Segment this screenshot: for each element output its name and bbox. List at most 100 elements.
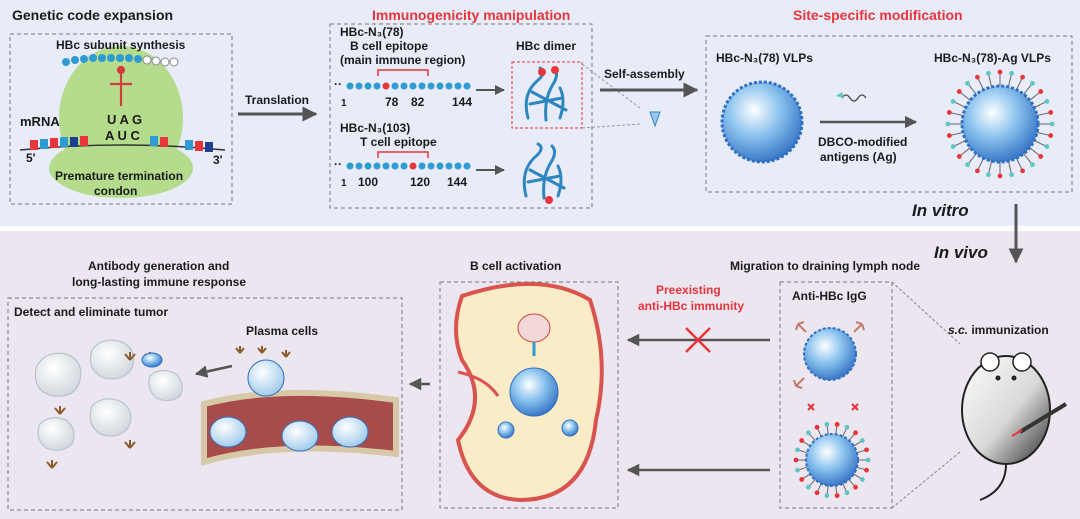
vlp-label: HBc-N₃(78) VLPs [716, 51, 813, 65]
section-title-site: Site-specific modification [793, 7, 963, 23]
antibody-to-tumor-arrow [194, 364, 233, 378]
antigen-spike-tip [793, 457, 799, 463]
peptide-chain [62, 54, 179, 67]
construct2-tick-1: 1 [341, 178, 347, 189]
antigen-tag-icon [836, 92, 844, 98]
antigen-spike-tip [956, 89, 962, 94]
svg-text:··: ·· [334, 77, 342, 91]
antigen-spike-tip [946, 133, 952, 138]
antigen-spike-tip [1009, 172, 1014, 178]
secreted-antibodies [235, 346, 291, 358]
antigen-spike-tip [1020, 74, 1025, 80]
antigen-spike-tip [986, 172, 991, 178]
construct1-tick-78: 78 [385, 95, 399, 109]
construct2-tick-100: 100 [358, 175, 378, 189]
antigen-spike-tip [859, 477, 865, 482]
vivo-vlp-antigen-spikes [793, 421, 871, 499]
antigen-spike-tip [814, 424, 820, 430]
construct2-epitope: T cell epitope [360, 135, 437, 149]
antibody-label-1: Antibody generation and [88, 259, 229, 273]
hbc-dimer-structure-1 [524, 66, 568, 122]
antigen-spike-tip [1038, 154, 1044, 159]
vlp-ag-label: HBc-N₃(78)-Ag VLPs [934, 51, 1051, 65]
self-assembly-label: Self-assembly [604, 67, 685, 81]
antigen-spike-tip [795, 447, 800, 453]
in-vitro-label: In vitro [912, 201, 969, 220]
igg-antibodies [793, 321, 865, 389]
detect-tumor-label: Detect and eliminate tumor [14, 305, 168, 319]
antigen-spike-tip [965, 80, 970, 86]
antigen-spike-tip [853, 484, 858, 490]
antigen-spike-tip [986, 70, 991, 76]
construct2-chain: ·· [334, 157, 471, 171]
antigen-spike-tip [946, 110, 952, 115]
codon-bottom: A U C [105, 128, 141, 143]
mini-dimer-icon [649, 111, 661, 128]
antigen-spike-tip [799, 477, 805, 482]
antigen-spike-tip [1048, 110, 1054, 115]
tumor-cells [34, 339, 183, 451]
hbc-dimer-structure-2 [522, 142, 566, 204]
antigen-spike-tip [965, 162, 970, 168]
antigen-spike-tip [1044, 99, 1050, 104]
antigen-spike-tip [853, 430, 858, 436]
mrna-label: mRNA [20, 114, 60, 129]
vlp-ag-antigen-spikes [945, 69, 1055, 179]
antigen-spike-tip [824, 493, 830, 499]
vlp-bound-antibody-icon [141, 352, 163, 368]
anti-hbc-box [779, 281, 893, 509]
antigen-spike-tip [865, 457, 871, 463]
bcell-activation-label: B cell activation [470, 259, 561, 273]
antigen-spike-tip [997, 173, 1003, 179]
ptc-label-1: Premature termination [55, 169, 183, 183]
migration-label: Migration to draining lymph node [730, 259, 920, 273]
blood-vessel [201, 389, 399, 466]
antigen-spike-tip [1030, 80, 1035, 86]
antigen-spike-tip [1030, 162, 1035, 168]
antigen-spike-tip [950, 99, 956, 104]
preexisting-label-2: anti-HBc immunity [638, 299, 744, 313]
construct2-tick-120: 120 [410, 175, 430, 189]
construct1-name: HBc-N₃(78) [340, 25, 404, 39]
ptc-label-2: condon [94, 184, 137, 198]
five-prime-label: 5' [26, 151, 36, 165]
vlp-ag-particle [960, 84, 1040, 164]
construct2-tick-144: 144 [447, 175, 467, 189]
blocked-cross-icon [685, 327, 711, 353]
construct1-tick-82: 82 [411, 95, 425, 109]
trna-icon [110, 65, 132, 106]
antigen-spike-tip [975, 74, 980, 80]
antigen-spike-tip [795, 467, 800, 473]
three-prime-label: 3' [213, 153, 223, 167]
dbco-label-2: antigens (Ag) [820, 150, 897, 164]
antigen-spike-tip [997, 69, 1003, 75]
hbc-dimer-label: HBc dimer [516, 39, 576, 53]
dbco-label-1: DBCO-modified [818, 135, 907, 149]
plasma-cell [247, 359, 285, 397]
antigen-spike-tip [844, 490, 850, 496]
translation-label: Translation [245, 93, 309, 107]
section-title-genetic: Genetic code expansion [12, 7, 173, 23]
antigen-spike-tip [806, 430, 811, 436]
mrna-strand [19, 136, 226, 152]
antigen-spike-tip [799, 438, 805, 443]
mouse-icon [961, 352, 1068, 501]
svg-text:··: ·· [334, 157, 342, 171]
antigen-spike-tip [1020, 168, 1025, 174]
antigen-spike-tip [1044, 144, 1050, 149]
igg-cross-icons [807, 403, 859, 411]
ribosome-small-subunit [49, 138, 193, 198]
antigen-spike-tip [814, 490, 820, 496]
dimer-highlight-box [511, 61, 583, 129]
antigen-spike-tip [824, 421, 830, 427]
construct2-epitope-bracket [377, 151, 429, 158]
antibody-label-2: long-lasting immune response [72, 275, 246, 289]
antigen-spike-tip [945, 121, 951, 127]
mouse-zoom-line-1 [891, 281, 961, 345]
antigen-spike-tip [834, 421, 840, 427]
sc-immunization-label: s.c. immunization [948, 323, 1049, 337]
lymph-node [454, 282, 604, 503]
section-title-immuno: Immunogenicity manipulation [372, 7, 570, 23]
